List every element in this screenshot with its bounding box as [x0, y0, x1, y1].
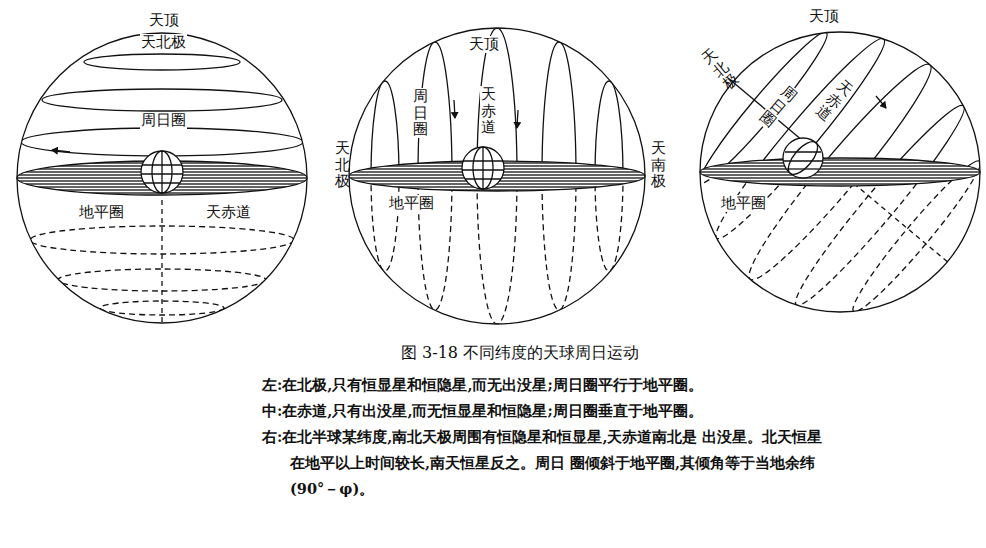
equator-label: 天赤道 — [205, 204, 252, 221]
horizon-label: 地平圈 — [720, 195, 767, 212]
zenith-label: 天顶 — [808, 8, 840, 25]
earth-globe — [462, 147, 504, 189]
diurnal-circles — [664, 0, 986, 351]
rotation-arrow — [454, 100, 455, 118]
explanation-line: 左:在北极,只有恒显星和恒隐星,而无出没星;周日圈平行于地平圈。 — [262, 372, 830, 398]
celestial-sphere — [17, 33, 307, 323]
horizon-label: 地平圈 — [388, 195, 435, 212]
zenith-label: 天顶 — [468, 36, 500, 53]
celestial-sphere — [349, 28, 645, 324]
figure-caption: 图 3-18 不同纬度的天球周日运动 — [401, 340, 639, 366]
zenith-label: 天顶 — [148, 12, 180, 29]
diurnal-circles — [350, 28, 644, 324]
equator-label: 天赤道 — [812, 76, 857, 125]
celestial-sphere — [700, 32, 980, 312]
pole-label: 天北极 — [698, 44, 743, 93]
equator-label: 天赤道 — [480, 86, 497, 136]
earth-globe — [141, 151, 183, 193]
pole-label: 天北极 — [334, 140, 351, 190]
rotation-arrow — [52, 150, 70, 152]
diurnal-circle-label: 周日圈 — [140, 112, 187, 129]
explanation-line: 右:在北半球某纬度,南北天极周围有恒隐星和恒显星,天赤道南北是 出没星。北天恒星… — [262, 424, 830, 502]
pole-label: 天北极 — [140, 34, 187, 51]
diurnal-circle-label: 周日圈 — [412, 88, 429, 138]
pole-label: 天南极 — [650, 140, 667, 190]
earth-globe — [783, 137, 823, 179]
horizon-label: 地平圈 — [78, 204, 125, 221]
rotation-arrow — [517, 110, 518, 128]
explanation-line: 中:在赤道,只有出没星,而无恒显星和恒隐星;周日圈垂直于地平圈。 — [262, 398, 830, 424]
rotation-arrow — [876, 96, 886, 108]
horizon-plane — [700, 158, 980, 186]
